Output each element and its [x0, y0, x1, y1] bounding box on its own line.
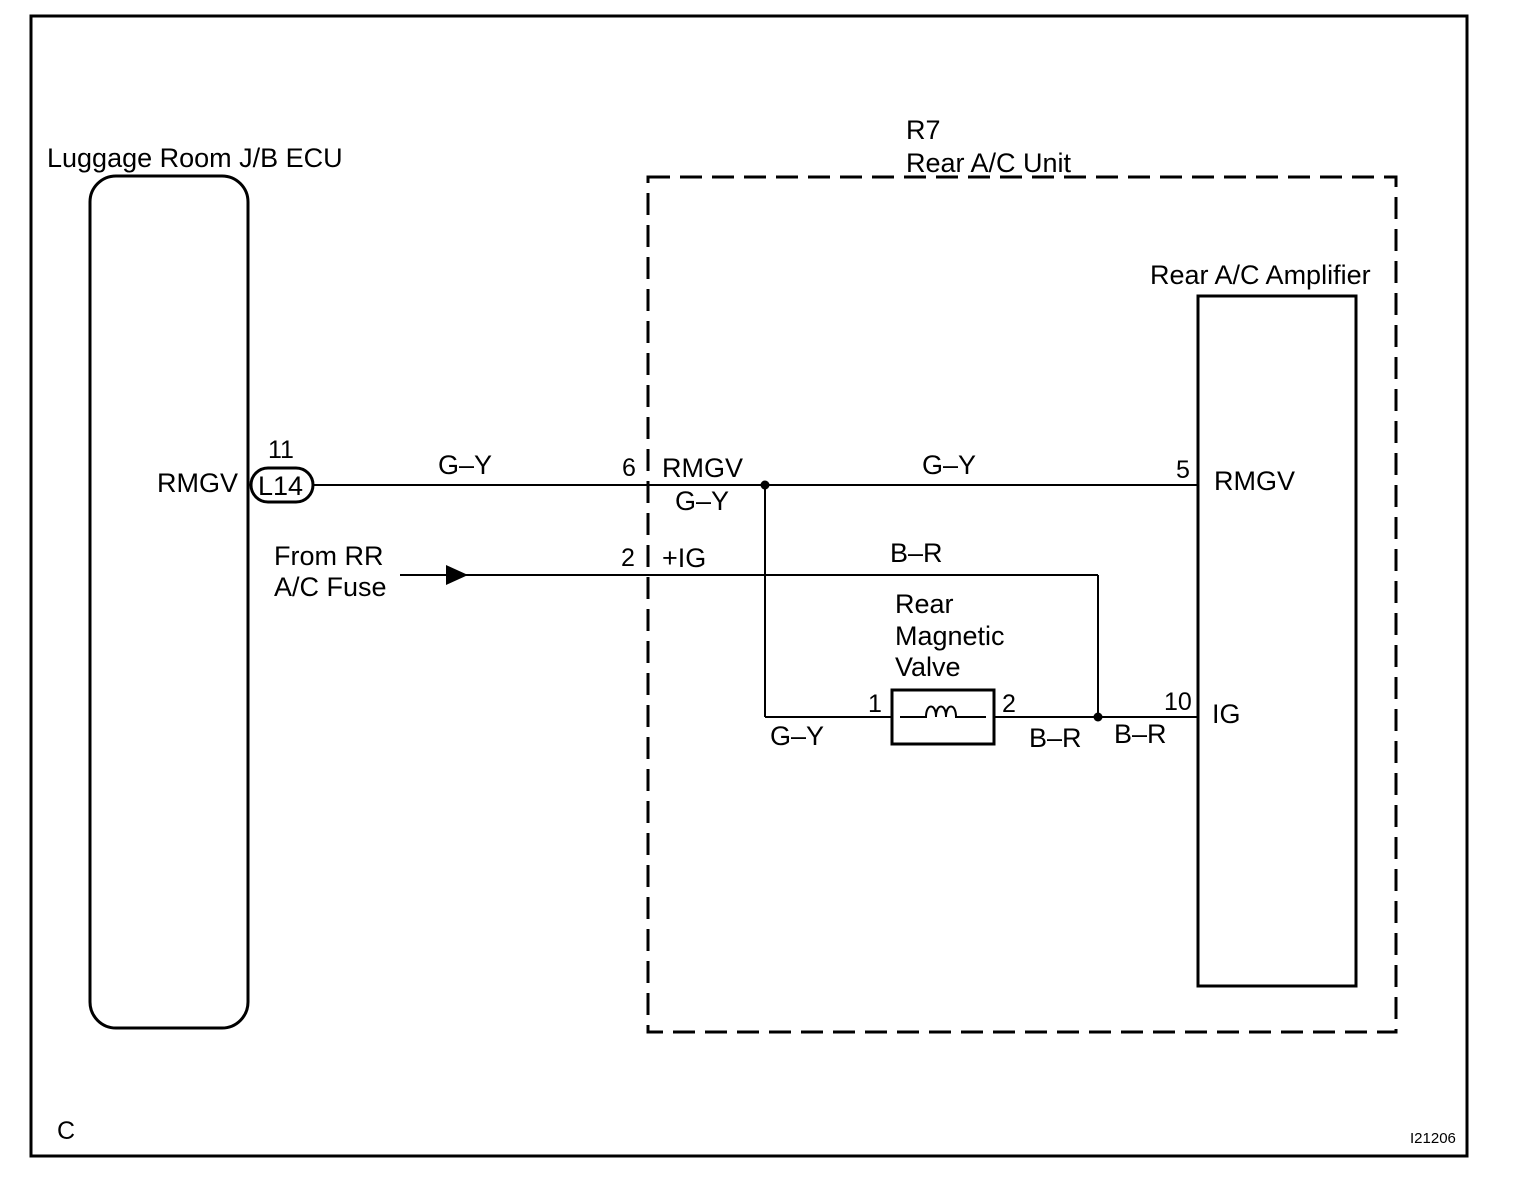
unit-pin-ig: 2: [621, 544, 635, 572]
ecu-terminal-label: RMGV: [157, 468, 238, 498]
diagram-frame: [29, 14, 1469, 1158]
junction-dot-ig: [1093, 712, 1103, 722]
wire-color-amp-ig: B–R: [1114, 719, 1167, 749]
ecu-pin-number: 11: [268, 436, 294, 464]
amplifier-pin-ig: 10: [1164, 688, 1192, 716]
ecu-title: Luggage Room J/B ECU: [47, 143, 343, 173]
amplifier-label-rmgv: RMGV: [1214, 466, 1295, 496]
amplifier-pin-rmgv: 5: [1176, 456, 1190, 484]
unit-title: Rear A/C Unit: [906, 148, 1072, 178]
unit-boundary: [646, 175, 1398, 1034]
unit-label-ig: +IG: [662, 543, 706, 573]
valve-coil-icon: [900, 705, 986, 718]
wire-color-ecu-unit: G–Y: [438, 450, 492, 480]
valve-title-line2: Magnetic: [895, 621, 1005, 651]
wire-color-unit-inner: G–Y: [675, 486, 729, 516]
wire-color-valve-left: G–Y: [770, 721, 824, 751]
valve-title-line1: Rear: [895, 589, 954, 619]
corner-label: C: [57, 1117, 75, 1145]
amplifier-label-ig: IG: [1212, 699, 1241, 729]
amplifier-title: Rear A/C Amplifier: [1150, 260, 1371, 290]
wire-color-ig-top: B–R: [890, 538, 943, 568]
wire-color-unit-amp: G–Y: [922, 450, 976, 480]
fuse-source-line2: A/C Fuse: [274, 572, 387, 602]
valve-pin2: 2: [1002, 690, 1016, 718]
amplifier-box: [1196, 294, 1358, 988]
unit-code: R7: [906, 115, 941, 145]
unit-pin-rmgv: 6: [622, 454, 636, 482]
junction-dot-rmgv: [760, 480, 770, 490]
valve-title-line3: Valve: [895, 652, 961, 682]
fuse-source-line1: From RR: [274, 541, 384, 571]
valve-pin1: 1: [868, 690, 882, 718]
valve-box: [890, 688, 996, 746]
figure-code: I21206: [1410, 1130, 1456, 1147]
unit-label-rmgv: RMGV: [662, 453, 743, 483]
ecu-box: [88, 174, 250, 1030]
fuse-arrow-icon: [446, 565, 468, 585]
wire-color-valve-right: B–R: [1029, 723, 1082, 753]
ecu-connector-label: L14: [258, 471, 303, 501]
